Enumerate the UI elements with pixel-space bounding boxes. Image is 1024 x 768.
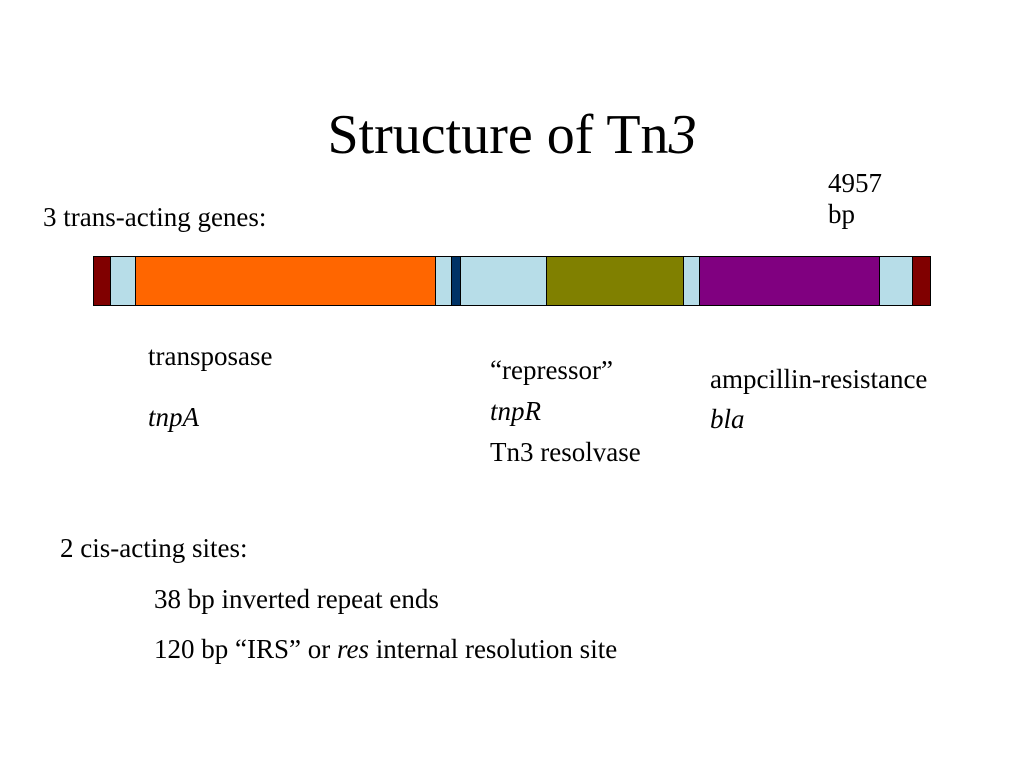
irs-italic: res xyxy=(336,634,369,664)
segment-tnpR xyxy=(546,257,684,305)
segment-tnpA xyxy=(135,257,437,305)
resolvase-label: Tn3 resolvase xyxy=(490,437,641,467)
length-unit: bp xyxy=(828,199,855,229)
segment-bla xyxy=(700,257,881,305)
segment-spacer xyxy=(436,257,453,305)
segment-spacer xyxy=(683,257,701,305)
inverted-repeat-line: 38 bp inverted repeat ends xyxy=(154,584,439,614)
page-title: Structure of Tn3 xyxy=(0,100,1024,170)
length-label: 4957 bp xyxy=(828,168,882,230)
cis-acting-heading: 2 cis-acting sites: xyxy=(60,533,248,563)
segment-spacer xyxy=(110,257,136,305)
segment-res-site xyxy=(452,257,462,305)
title-prefix: Structure of Tn xyxy=(327,104,669,166)
segment-left-inverted-repeat xyxy=(94,257,111,305)
segment-spacer xyxy=(880,257,913,305)
tnpr-label: tnpR xyxy=(490,396,541,426)
transposase-label: transposase xyxy=(148,341,273,371)
tn3-element-bar xyxy=(93,256,931,306)
ampicillin-label: ampcillin-resistance xyxy=(710,364,928,394)
length-value: 4957 xyxy=(828,168,882,198)
bla-label: bla xyxy=(710,404,745,434)
title-suffix: 3 xyxy=(668,104,697,166)
irs-suffix: internal resolution site xyxy=(368,634,618,664)
irs-line: 120 bp “IRS” or res internal resolution … xyxy=(154,634,617,665)
trans-acting-heading: 3 trans-acting genes: xyxy=(43,202,267,232)
tnpa-label: tnpA xyxy=(148,402,199,432)
irs-prefix: 120 bp “IRS” or xyxy=(154,634,337,664)
repressor-label: “repressor” xyxy=(490,355,613,385)
segment-spacer xyxy=(461,257,547,305)
segment-right-inverted-repeat xyxy=(912,257,930,305)
